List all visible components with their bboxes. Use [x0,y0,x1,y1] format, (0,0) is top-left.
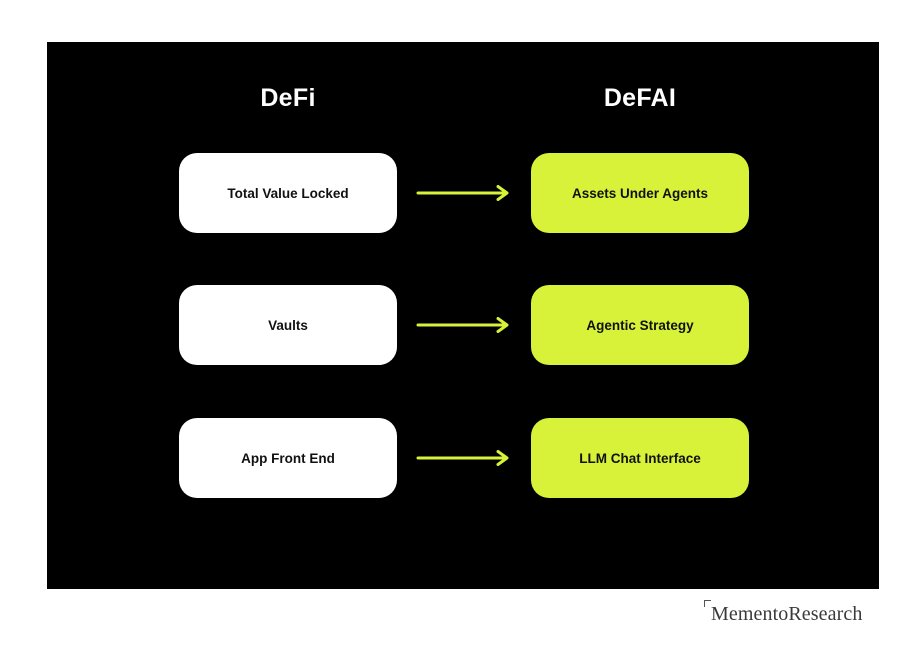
defai-box-assets-under-agents: Assets Under Agents [531,153,749,233]
arrow-right-icon [416,185,509,201]
defi-box-vaults: Vaults [179,285,397,365]
defi-box-total-value-locked: Total Value Locked [179,153,397,233]
defi-box-app-front-end: App Front End [179,418,397,498]
brand-name: MementoResearch [711,603,863,625]
defi-heading: DeFi [260,84,316,112]
defai-heading: DeFAI [603,84,677,112]
diagram-panel [47,42,879,589]
defai-box-agentic-strategy: Agentic Strategy [531,285,749,365]
corner-bracket-icon [704,600,711,607]
defai-box-llm-chat-interface: LLM Chat Interface [531,418,749,498]
brand-logo: MementoResearch [704,598,862,626]
arrow-right-icon [416,450,509,466]
arrow-right-icon [416,317,509,333]
